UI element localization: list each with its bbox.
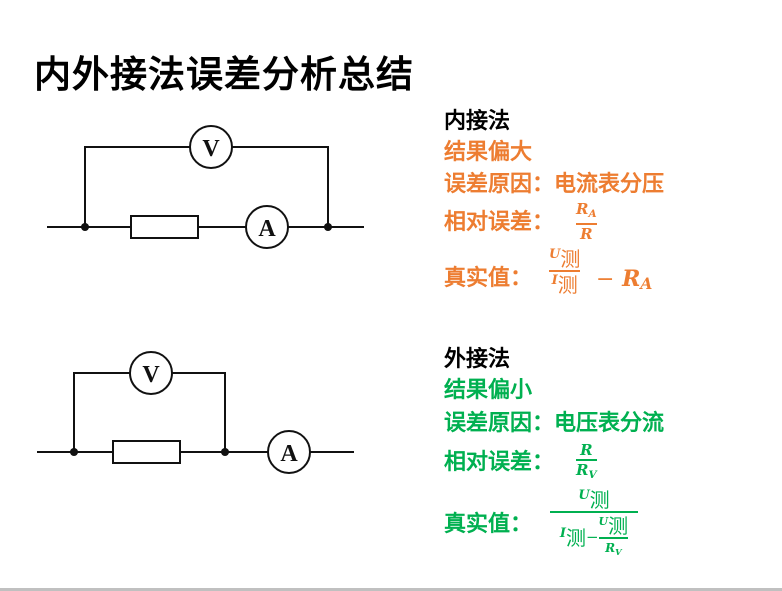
inner-true-value-tail: − RA — [596, 266, 653, 293]
outer-connection-circuit — [37, 351, 354, 474]
ammeter-circle — [267, 430, 311, 474]
page-title: 内外接法误差分析总结 — [34, 53, 414, 96]
junction-dot — [81, 223, 89, 231]
junction-dot — [324, 223, 332, 231]
junction-dot — [221, 448, 229, 456]
inner-cause: 误差原因：电流表分压 — [444, 172, 665, 197]
outer-result: 结果偏小 — [444, 378, 533, 403]
resistor — [112, 440, 181, 464]
outer-cause: 误差原因：电压表分流 — [444, 411, 665, 436]
voltmeter-branch-wire — [84, 146, 190, 227]
voltmeter-label: V — [202, 136, 220, 162]
inner-true-value-label: 真实值： — [444, 266, 533, 291]
voltmeter-branch-wire-right — [172, 372, 226, 452]
ammeter-circle — [245, 205, 289, 249]
outer-rel-error-label: 相对误差： — [444, 450, 555, 475]
resistor — [130, 215, 199, 239]
voltmeter-circle — [129, 351, 173, 395]
inner-connection-circuit — [47, 125, 364, 249]
inner-true-value-fraction: U测 I测 — [549, 247, 581, 297]
voltmeter-branch-wire-right — [232, 146, 329, 227]
outer-heading: 外接法 — [444, 347, 511, 372]
inner-result: 结果偏大 — [444, 140, 533, 165]
junction-dot — [70, 448, 78, 456]
outer-true-value-label: 真实值： — [444, 512, 533, 537]
outer-rel-error-fraction: R RV — [576, 441, 597, 481]
bottom-border — [0, 588, 782, 591]
voltmeter-label: V — [142, 362, 160, 388]
inner-rel-error-fraction: RA R — [576, 200, 597, 243]
ammeter-label: A — [280, 441, 298, 467]
voltmeter-branch-wire — [73, 372, 130, 452]
inner-heading: 内接法 — [444, 109, 511, 134]
outer-true-value-fraction: U测 I测 − U测 RV — [550, 487, 638, 561]
ammeter-label: A — [258, 216, 276, 242]
voltmeter-circle — [189, 125, 233, 169]
inner-rel-error-label: 相对误差： — [444, 210, 555, 235]
